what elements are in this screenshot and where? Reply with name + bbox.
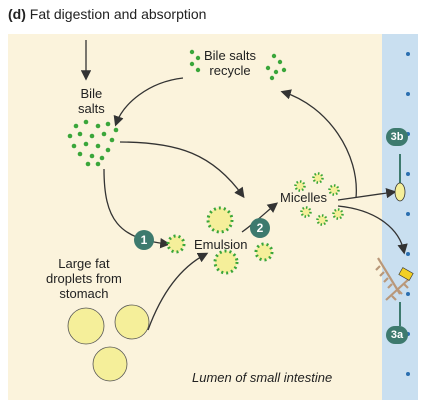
emulsion-label: Emulsion — [194, 237, 248, 252]
micelle — [300, 206, 312, 218]
step-3b-badge: 3b — [386, 128, 408, 146]
brush-border-enzyme — [375, 257, 411, 301]
emulsion-droplet — [166, 234, 186, 254]
step-3a-badge: 3a — [386, 326, 408, 344]
micelle — [316, 214, 328, 226]
emulsion-droplet — [206, 206, 234, 234]
panel-letter: (d) — [8, 6, 26, 22]
bile-to-micelles-arrow — [119, 141, 245, 199]
micelles-to-3b-arrow — [337, 187, 397, 201]
step-2-badge: 2 — [250, 218, 270, 238]
diagram-svg — [67, 34, 418, 400]
micelle — [328, 184, 340, 196]
bile-salts-label: Bile salts — [78, 86, 105, 116]
bile-salts-dots — [67, 119, 119, 167]
bile-salts-recycle-dots — [189, 49, 287, 81]
large-fat-droplets-label: Large fat droplets from stomach — [46, 256, 122, 301]
droplets-to-emulsion-arrow — [147, 252, 209, 331]
panel-title: Fat digestion and absorption — [29, 6, 207, 22]
intestinal-wall — [382, 34, 418, 400]
large-fat-droplet — [92, 346, 128, 382]
large-fat-droplet — [67, 307, 105, 345]
micelle — [332, 208, 344, 220]
bile-salts-recycle-label: Bile salts recycle — [204, 48, 257, 78]
step-1-badge: 1 — [134, 230, 154, 250]
figure-header: (d) Fat digestion and absorption — [0, 0, 424, 30]
micelle — [312, 172, 324, 184]
emulsion-to-micelles-arrow — [241, 202, 279, 233]
micelles-to-recycle-arrow — [280, 89, 357, 199]
large-fat-droplet — [114, 304, 150, 340]
absorbed-fat-block — [398, 267, 414, 281]
micelles-label: Micelles — [280, 190, 327, 205]
emulsion-droplet — [254, 242, 274, 262]
micelles-to-3a-arrow — [337, 205, 408, 255]
diagram-panel: Bile salts recycle Bile salts Emulsion M… — [8, 34, 418, 400]
transporter-protein — [394, 182, 406, 202]
micelle — [294, 180, 306, 192]
recycle-to-bile-arrow — [113, 77, 184, 127]
figure-title: (d) Fat digestion and absorption — [8, 6, 206, 22]
emulsion-droplet — [213, 249, 239, 275]
lumen-label: Lumen of small intestine — [192, 370, 333, 385]
